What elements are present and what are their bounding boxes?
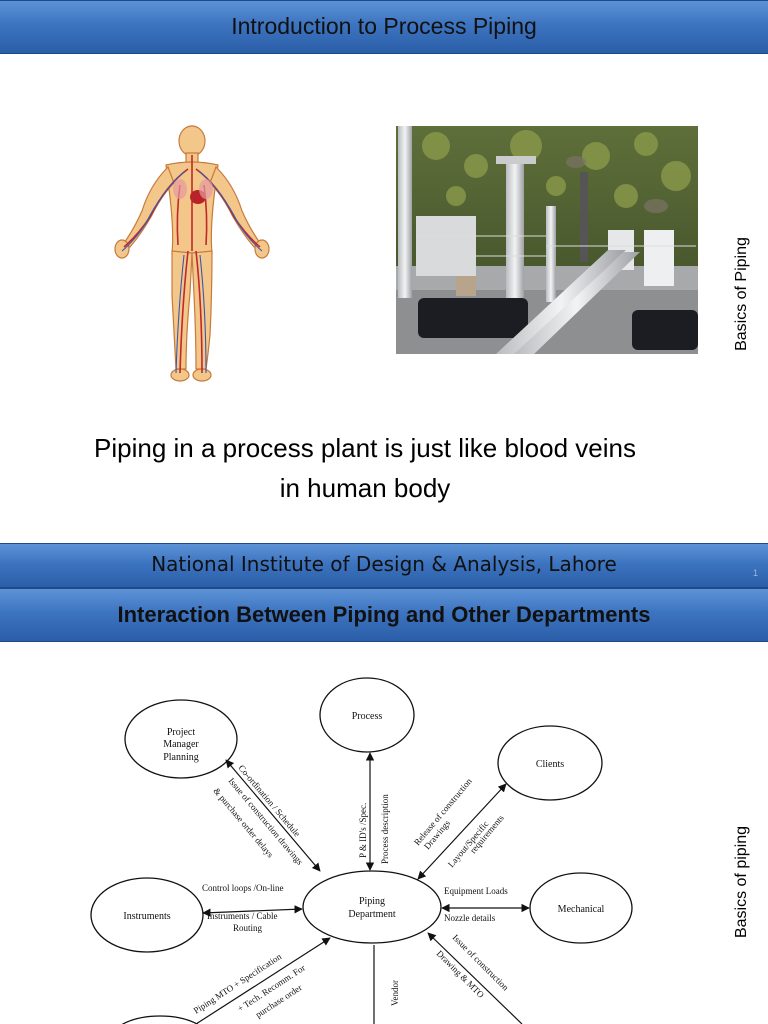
slide-1: Introduction to Process Piping xyxy=(0,0,768,588)
node-instruments-label: Instruments xyxy=(123,911,170,922)
node-piping-label-2: Department xyxy=(348,909,395,920)
edge-pm-piping xyxy=(225,759,321,872)
node-pm-label-3: Planning xyxy=(163,752,199,763)
edge-instr-label-1: Control loops /On-line xyxy=(202,883,284,893)
node-pm-label-2: Manager xyxy=(163,739,199,750)
node-bottom-left xyxy=(121,1015,199,1024)
node-clients-label: Clients xyxy=(536,759,564,770)
node-clients xyxy=(497,725,603,801)
slide-1-title-bar: Introduction to Process Piping xyxy=(0,0,768,54)
edge-mech-label-1: Equipment Loads xyxy=(444,886,508,896)
node-piping-department xyxy=(302,870,442,944)
slide-1-footer: National Institute of Design & Analysis,… xyxy=(151,552,617,576)
node-mechanical xyxy=(529,872,633,944)
edge-mech-label-2: Nozzle details xyxy=(444,913,496,923)
slide-1-page-number: 1 xyxy=(752,568,758,578)
edge-clients-piping xyxy=(417,783,507,880)
edge-piping-bottomright xyxy=(427,932,523,1024)
node-piping-label-1: Piping xyxy=(359,896,385,907)
edge-process-label-2: Process description xyxy=(380,794,390,864)
human-circulatory-illustration xyxy=(114,125,270,382)
process-plant-photo xyxy=(396,126,698,354)
node-mechanical-label: Mechanical xyxy=(558,904,605,915)
edge-clients-label-1: Release of construction xyxy=(412,776,474,848)
edge-instr-label-2: Instruments / Cable xyxy=(207,911,278,921)
edge-vendor-label: Vendor xyxy=(390,980,400,1006)
slide-1-title: Introduction to Process Piping xyxy=(231,13,537,39)
slide-1-side-label: Basics of Piping xyxy=(733,237,750,351)
slide-1-caption-line-1: Piping in a process plant is just like b… xyxy=(94,433,636,463)
node-process xyxy=(319,677,415,753)
edge-bottomleft-piping xyxy=(195,937,331,1024)
edge-instruments-piping xyxy=(202,905,303,917)
edge-instr-label-3: Routing xyxy=(233,923,263,933)
slide-2-title-bar: Interaction Between Piping and Other Dep… xyxy=(0,588,768,642)
node-process-label: Process xyxy=(352,711,383,722)
slide-2: Interaction Between Piping and Other Dep… xyxy=(0,588,768,1024)
node-project-manager xyxy=(124,699,238,779)
slide-1-caption-line-2: in human body xyxy=(279,473,451,503)
edge-process-label-1: P & ID's /Spec. xyxy=(358,803,368,858)
slide-2-title: Interaction Between Piping and Other Dep… xyxy=(117,602,651,627)
slide-1-footer-bar: National Institute of Design & Analysis,… xyxy=(0,543,768,588)
department-interaction-diagram: Process Clients Project Manager Planning… xyxy=(90,677,633,1024)
node-pm-label-1: Project xyxy=(167,727,196,738)
